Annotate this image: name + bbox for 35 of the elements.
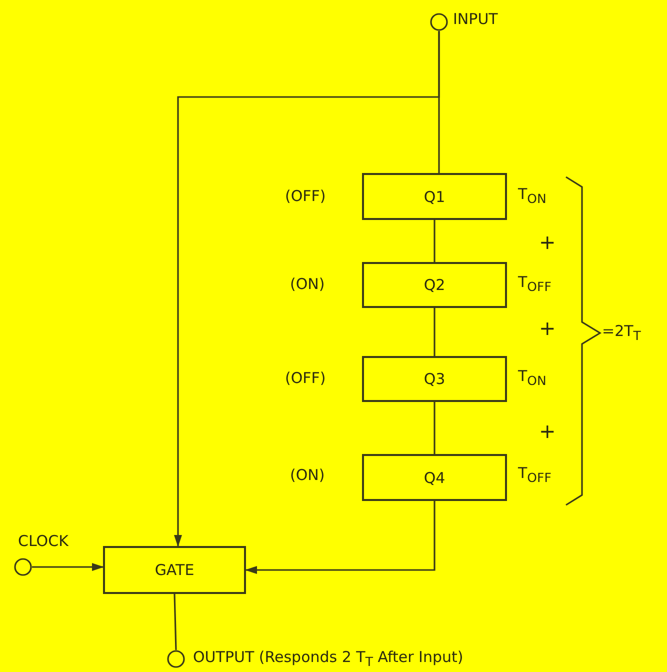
block-label: Q3 <box>424 370 446 388</box>
signal-label: INPUT <box>453 10 498 28</box>
signal-label: OUTPUT (Responds 2 T$_{T}$ After Input) <box>193 648 464 669</box>
plus-sign: + <box>539 316 556 340</box>
connector <box>245 501 436 574</box>
block-box <box>103 546 246 594</box>
signal-label: T$_{ON}$ <box>518 185 546 206</box>
connector <box>174 594 177 650</box>
connector <box>434 308 436 356</box>
signal-label: (OFF) <box>285 187 326 205</box>
block-label: Q2 <box>424 276 446 294</box>
connector <box>32 563 104 571</box>
plus-sign: + <box>539 419 556 443</box>
signal-label: T$_{OFF}$ <box>518 273 552 294</box>
block-label: GATE <box>154 561 194 579</box>
plus-sign: + <box>539 230 556 254</box>
terminal-circle <box>14 558 32 576</box>
signal-label: (OFF) <box>285 369 326 387</box>
sum-label: =2T$_{T}$ <box>602 322 641 343</box>
signal-label: CLOCK <box>18 532 68 550</box>
signal-label: (ON) <box>290 275 325 293</box>
block-box <box>362 173 507 220</box>
connector <box>174 31 440 547</box>
signal-label: T$_{ON}$ <box>518 367 546 388</box>
connector <box>434 220 436 262</box>
terminal-circle <box>430 13 448 31</box>
signal-label: (ON) <box>290 466 325 484</box>
block-box <box>362 454 507 501</box>
block-label: Q4 <box>424 468 446 486</box>
block-label: Q1 <box>424 188 446 206</box>
signal-label: T$_{OFF}$ <box>518 464 552 485</box>
block-box <box>362 356 507 402</box>
terminal-circle <box>167 650 185 668</box>
block-box <box>362 262 507 308</box>
connector <box>434 402 436 454</box>
